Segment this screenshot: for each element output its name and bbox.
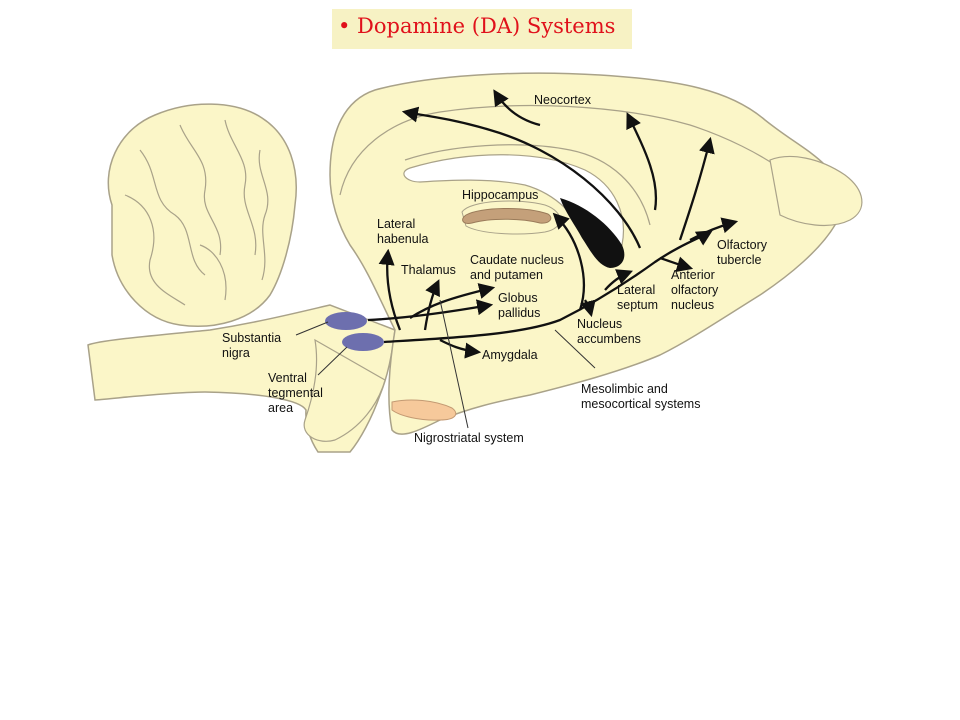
cortex-fold — [339, 104, 776, 196]
label-hippocampus: Hippocampus — [462, 188, 538, 202]
arrow-globus-pallidus — [367, 299, 494, 322]
substantia-nigra-nucleus — [325, 312, 367, 330]
arrow-amygdala — [439, 338, 482, 359]
hippocampus-band — [462, 208, 552, 224]
label-nigrostriatal-system: Nigrostriatal system — [414, 431, 524, 445]
label-caudate: Caudate nucleus and putamen — [470, 253, 567, 282]
arrow-neocortex-1 — [401, 106, 642, 249]
arrow-lateral-habenula — [378, 248, 402, 331]
label-thalamus: Thalamus — [401, 263, 456, 277]
label-amygdala: Amygdala — [482, 348, 538, 362]
slide-title: • Dopamine (DA) Systems — [338, 14, 616, 38]
label-globus-pallidus: Globus pallidus — [498, 291, 541, 320]
label-lateral-habenula: Lateral habenula — [377, 217, 428, 246]
label-nucleus-accumbens: Nucleus accumbens — [577, 317, 641, 346]
ventral-tegmental-nucleus — [342, 333, 384, 351]
arrow-caudate — [409, 283, 496, 319]
label-neocortex: Neocortex — [534, 93, 592, 107]
dark-ventricle — [560, 198, 625, 268]
label-anterior-olfactory-nucleus: Anterior olfactory nucleus — [671, 268, 722, 312]
label-mesolimbic-mesocortical: Mesolimbic and mesocortical systems — [581, 382, 700, 411]
arrow-lateral-septum — [604, 269, 633, 291]
corpus-callosum-outline — [404, 144, 651, 226]
arrow-thalamus — [423, 279, 440, 331]
pons — [303, 338, 386, 442]
pathway-arrows — [367, 89, 739, 359]
label-olfactory-tubercle: Olfactory tubercle — [717, 238, 771, 267]
cerebrum — [329, 72, 843, 435]
label-ventral-tegmental-area: Ventral tegmental area — [268, 371, 326, 415]
arrow-neocortex-3 — [626, 112, 658, 211]
arrow-hippocampus — [552, 212, 585, 311]
arrow-olfactory-tubercle — [689, 217, 739, 242]
arrow-neocortex-2 — [493, 89, 541, 127]
arrow-neocortex-4 — [678, 136, 715, 241]
arrow-anterior-olfactory — [659, 256, 694, 273]
leader-lines — [295, 299, 596, 429]
cerebellum — [107, 103, 297, 327]
title-background — [332, 9, 632, 49]
pituitary-region — [391, 399, 457, 421]
arrow-nucleus-accumbens — [580, 299, 596, 318]
cerebellum-folia — [124, 119, 269, 306]
label-lateral-septum: Lateral septum — [617, 283, 659, 312]
label-substantia-nigra: Substantia nigra — [222, 331, 285, 360]
olfactory-bulb — [769, 155, 863, 226]
